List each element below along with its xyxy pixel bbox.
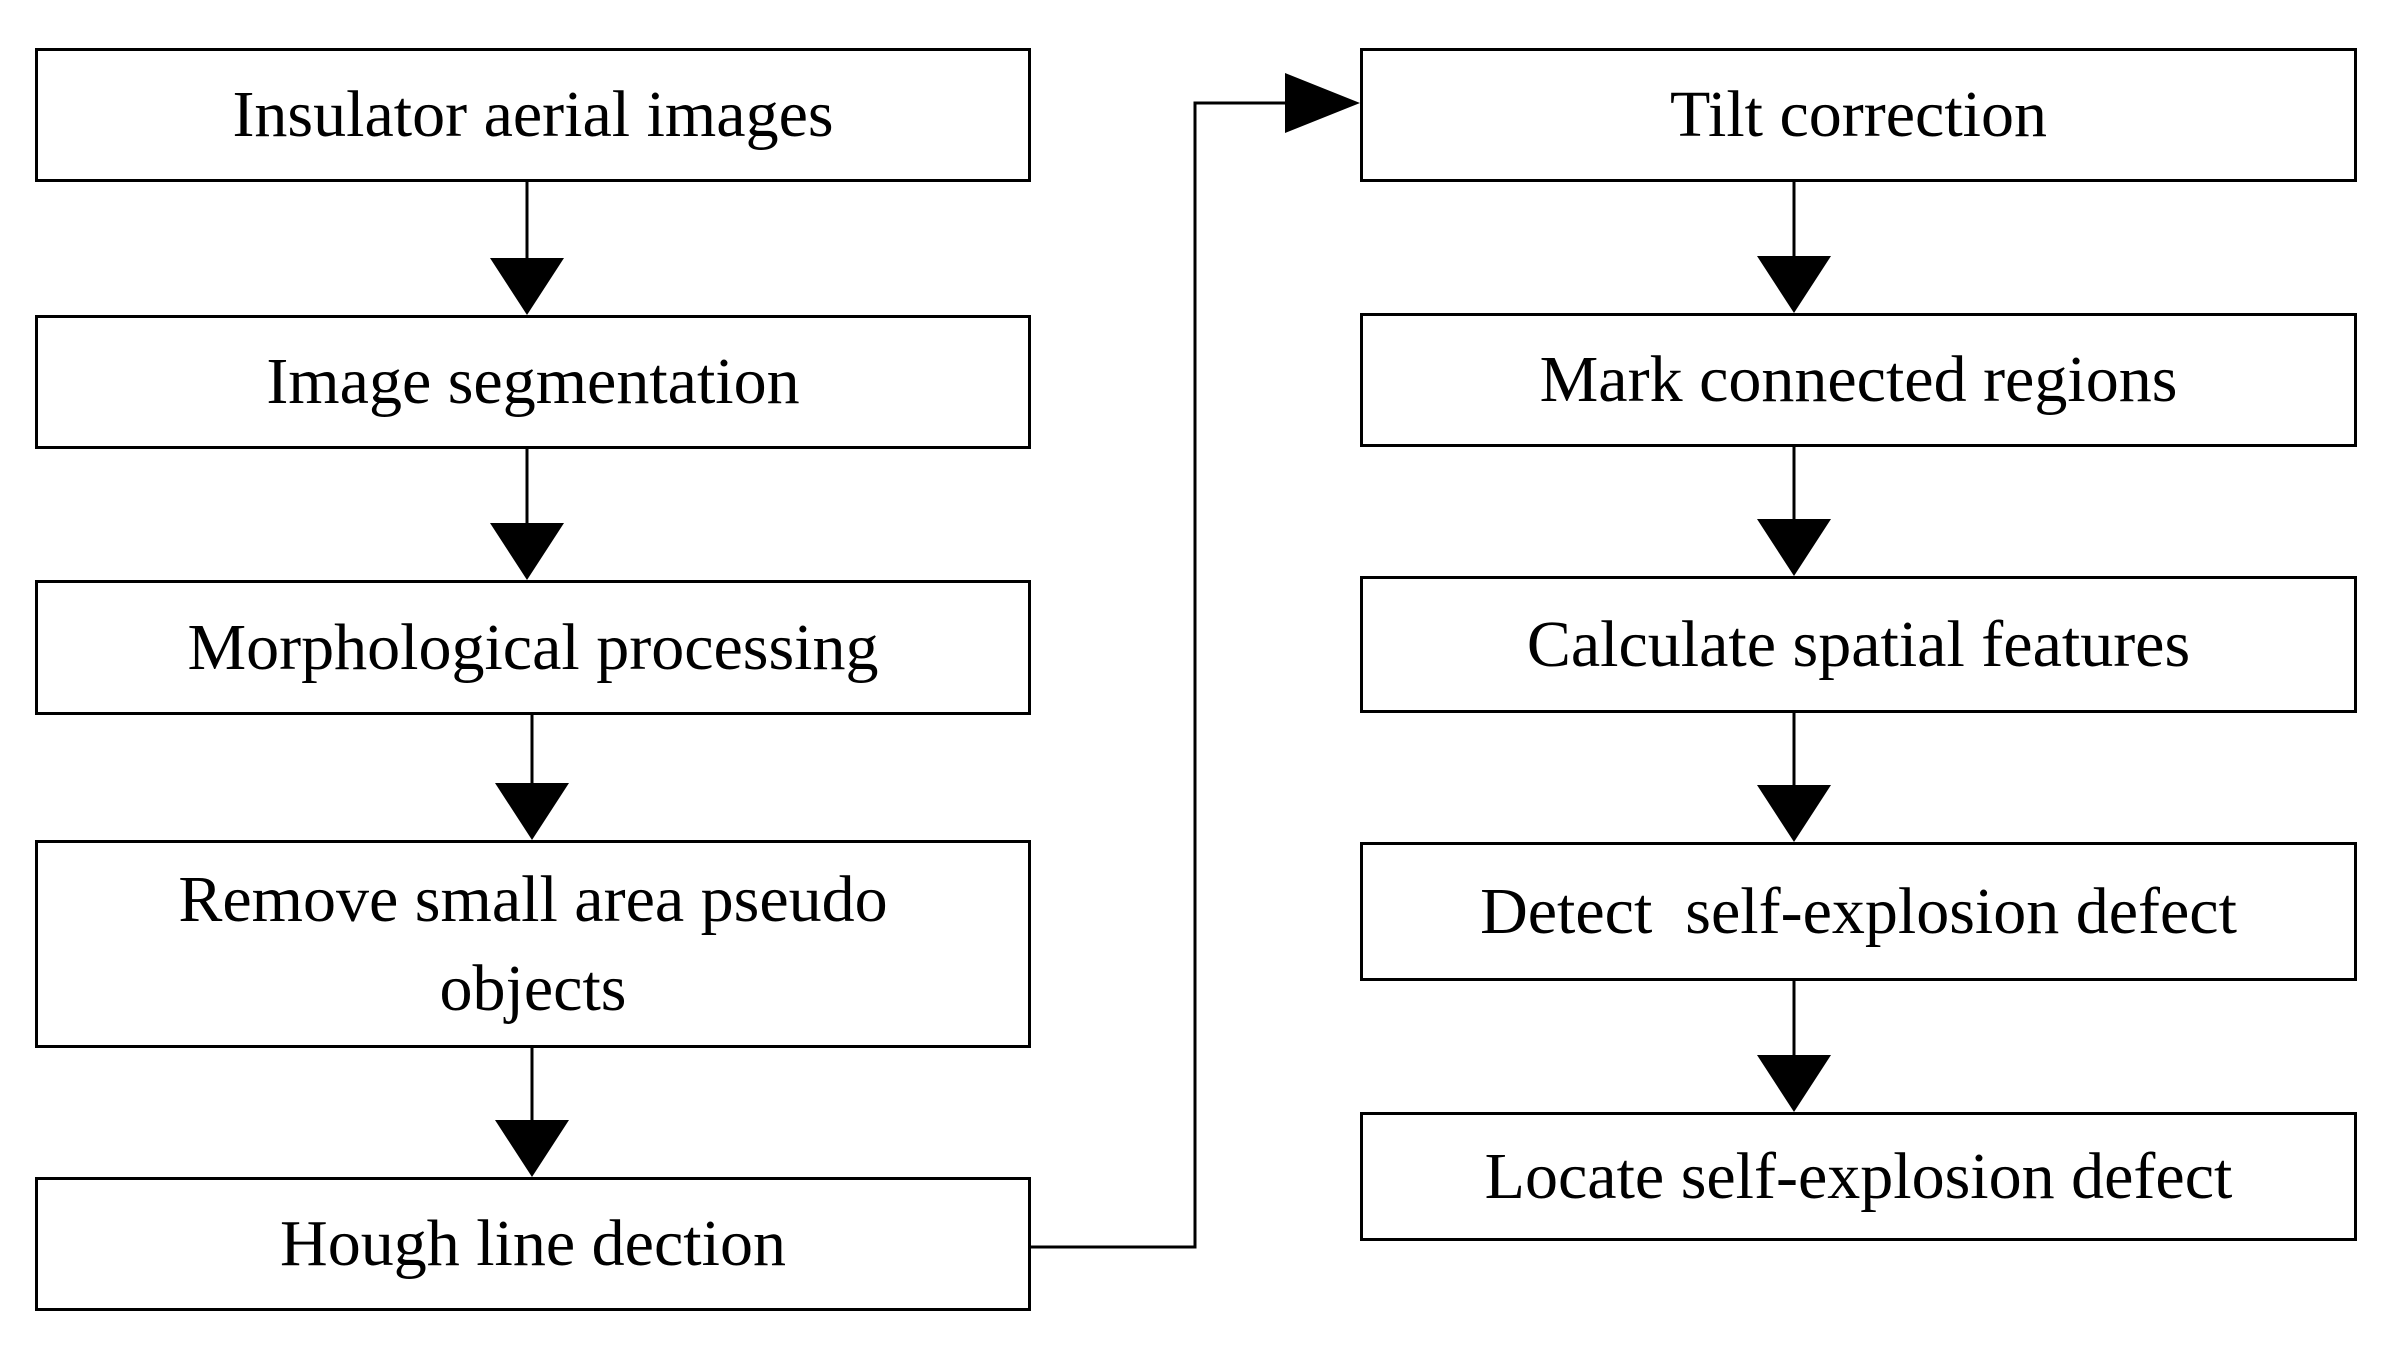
step-locate-self-explosion-defect: Locate self-explosion defect	[1360, 1112, 2357, 1241]
step-insulator-aerial-images: Insulator aerial images	[35, 48, 1031, 182]
arrow-right-1-to-2	[1757, 182, 1831, 313]
arrow-left-1-to-2	[490, 182, 564, 315]
step-calculate-spatial-features: Calculate spatial features	[1360, 576, 2357, 713]
arrow-left-3-to-4	[495, 715, 569, 840]
arrow-right-2-to-3	[1757, 447, 1831, 576]
arrow-left-4-to-5	[495, 1048, 569, 1177]
arrow-right-4-to-5	[1757, 981, 1831, 1112]
step-remove-small-area-pseudo-objects: Remove small area pseudo objects	[35, 840, 1031, 1048]
step-image-segmentation: Image segmentation	[35, 315, 1031, 449]
step-morphological-processing: Morphological processing	[35, 580, 1031, 715]
arrow-right-3-to-4	[1757, 713, 1831, 842]
step-hough-line-dection: Hough line dection	[35, 1177, 1031, 1311]
arrow-left-2-to-3	[490, 449, 564, 580]
step-mark-connected-regions: Mark connected regions	[1360, 313, 2357, 447]
step-detect-self-explosion-defect: Detect self-explosion defect	[1360, 842, 2357, 981]
arrow-hough-to-tilt	[1031, 73, 1360, 1249]
step-tilt-correction: Tilt correction	[1360, 48, 2357, 182]
